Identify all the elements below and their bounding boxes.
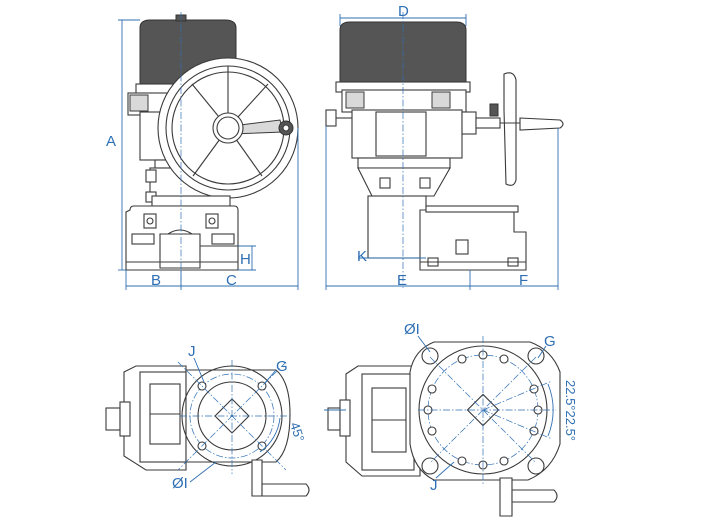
bottom-left-dims [189, 357, 281, 483]
front-base [125, 195, 239, 271]
label-K: K [357, 248, 367, 265]
front-view: A B C H [106, 12, 299, 290]
side-base [367, 195, 527, 271]
label-E: E [397, 272, 407, 289]
label-phiI-left: ØI [172, 475, 188, 492]
label-G-right: G [544, 333, 556, 350]
label-phiI-right: ØI [404, 321, 420, 338]
side-handwheel [461, 72, 564, 186]
label-J-left: J [188, 343, 196, 360]
bottom-right-dims [417, 335, 554, 479]
bottom-view-left: J G ØI 45° [105, 343, 310, 497]
label-H: H [240, 251, 251, 268]
side-dimensions [325, 14, 559, 290]
label-J-right: J [430, 477, 438, 494]
side-gearbox [325, 89, 467, 197]
label-22-5-right: 22.5°22.5° [563, 380, 578, 441]
label-A: A [106, 133, 116, 150]
front-handwheel [157, 57, 299, 199]
label-D: D [398, 3, 409, 20]
label-F: F [519, 272, 528, 289]
label-G-left: G [276, 358, 288, 375]
label-C: C [226, 272, 237, 289]
label-B: B [151, 272, 161, 289]
label-45-left: 45° [287, 420, 307, 443]
front-dimensions [118, 19, 299, 290]
side-view: D K E F [325, 3, 564, 290]
bottom-view-right: ØI G J 22.5°22.5° [324, 321, 578, 517]
